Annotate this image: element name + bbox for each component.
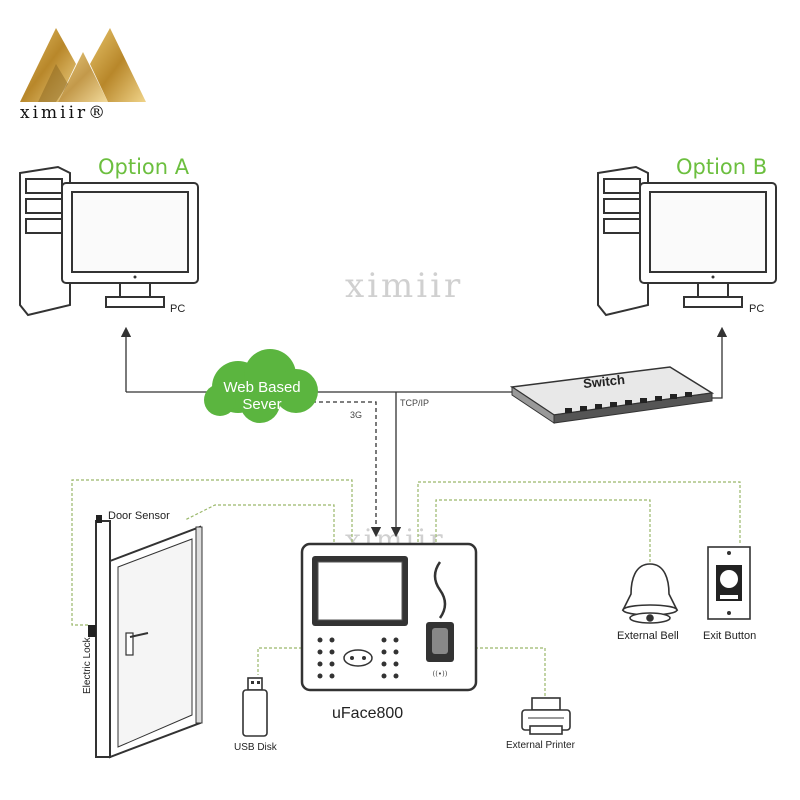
pc-a-label: PC xyxy=(170,303,186,315)
tcp-label: TCP/IP xyxy=(400,398,430,408)
external-printer-label: External Printer xyxy=(506,740,575,751)
wire-usb xyxy=(257,647,302,675)
device-name: uFace800 xyxy=(332,705,404,722)
cloud-line1: Web Based xyxy=(223,379,301,396)
wire-printer xyxy=(475,647,546,700)
bell-icon xyxy=(621,563,679,624)
option-b-label: Option B xyxy=(676,155,768,179)
external-bell-label: External Bell xyxy=(617,630,679,642)
exit-button-icon xyxy=(707,546,751,620)
cloud-label: Web Based Sever xyxy=(208,379,316,413)
3g-label: 3G xyxy=(350,410,363,420)
usb-disk-icon xyxy=(242,677,268,737)
option-a-label: Option A xyxy=(98,155,190,179)
wire-sensor xyxy=(184,504,335,542)
wire-lock xyxy=(71,479,353,626)
svg-text:((•)): ((•)) xyxy=(432,670,447,678)
electric-lock-label: Electric Lock xyxy=(82,637,93,694)
exit-button-label: Exit Button xyxy=(703,630,757,642)
uface800-device-icon: ((•)) xyxy=(300,542,478,692)
pc-b-label: PC xyxy=(749,303,765,315)
watermark-top: ximiir xyxy=(345,266,464,306)
brand-name: ximiir® xyxy=(20,103,109,123)
wire-bell xyxy=(417,481,741,545)
cloud-icon xyxy=(204,349,318,423)
door-icon xyxy=(88,515,203,759)
brand-logo-icon xyxy=(20,28,146,102)
usb-disk-label: USB Disk xyxy=(234,742,277,753)
switch-icon xyxy=(510,366,715,424)
door-sensor-label: Door Sensor xyxy=(108,510,170,522)
cloud-line2: Sever xyxy=(242,396,282,413)
pc-b-icon xyxy=(597,165,777,317)
wire-exit xyxy=(435,499,651,568)
line-3g xyxy=(312,401,382,538)
pc-a-icon xyxy=(19,165,199,317)
printer-icon xyxy=(521,697,571,735)
